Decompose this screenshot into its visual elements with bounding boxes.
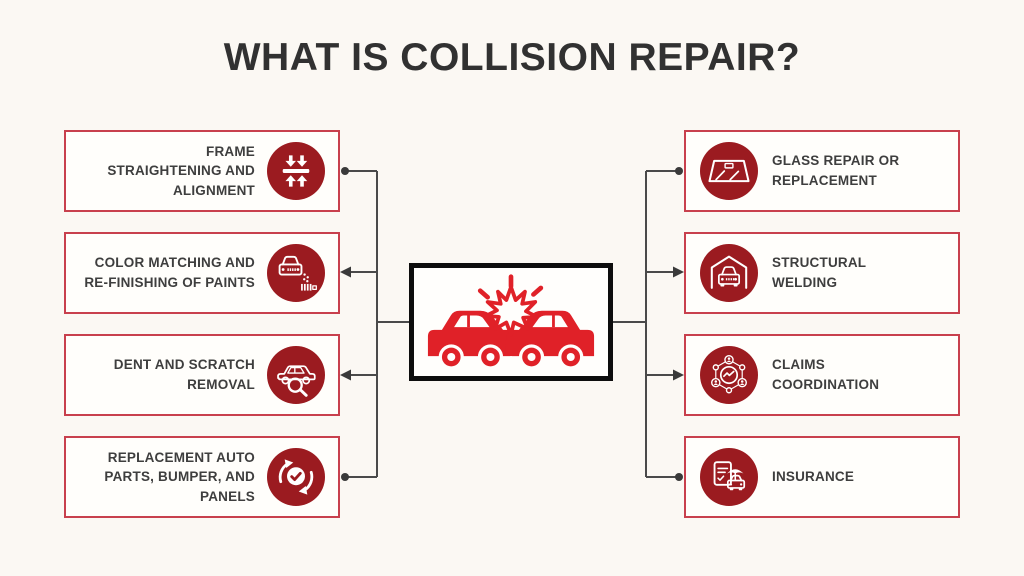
card-label: GLASS REPAIR OR REPLACEMENT (772, 153, 900, 188)
card-label: FRAME STRAIGHTENING AND ALIGNMENT (107, 143, 255, 198)
card-insurance: INSURANCE (684, 436, 960, 518)
person-node (737, 377, 747, 388)
left-dot-4 (341, 473, 349, 481)
left-arrow-2 (340, 266, 351, 278)
card-label: DENT AND SCRATCH REMOVAL (113, 357, 255, 392)
card-label: REPLACEMENT AUTO PARTS, BUMPER, AND PANE… (104, 449, 255, 504)
person-node (724, 355, 734, 365)
card-dent-removal: DENT AND SCRATCH REMOVAL (64, 334, 340, 416)
frame-straightening-icon (267, 142, 325, 200)
left-dot-1 (341, 167, 349, 175)
insurance-icon (700, 448, 758, 506)
card-glass-repair: GLASS REPAIR OR REPLACEMENT (684, 130, 960, 212)
center-collision-box (409, 263, 613, 381)
structural-welding-icon (700, 244, 758, 302)
card-claims-coordination: CLAIMS COORDINATION (684, 334, 960, 416)
person-node (711, 377, 721, 388)
right-arrow-3 (673, 369, 684, 381)
parts-replacement-icon (267, 448, 325, 506)
right-dot-1 (675, 167, 683, 175)
left-arrow-3 (340, 369, 351, 381)
card-structural-welding: STRUCTURAL WELDING (684, 232, 960, 314)
right-arrow-2 (673, 266, 684, 278)
glass-repair-icon (700, 142, 758, 200)
card-label: STRUCTURAL WELDING (772, 255, 867, 290)
card-frame-straightening: FRAME STRAIGHTENING AND ALIGNMENT (64, 130, 340, 212)
card-parts-replacement: REPLACEMENT AUTO PARTS, BUMPER, AND PANE… (64, 436, 340, 518)
page-title: WHAT IS COLLISION REPAIR? (223, 36, 801, 79)
car-collision-icon (427, 274, 595, 370)
right-dot-4 (675, 473, 683, 481)
card-label: INSURANCE (772, 469, 855, 485)
card-label: COLOR MATCHING AND RE-FINISHING OF PAINT… (84, 255, 255, 290)
claims-coordination-icon (700, 346, 758, 404)
card-color-matching: COLOR MATCHING AND RE-FINISHING OF PAINT… (64, 232, 340, 314)
card-label: CLAIMS COORDINATION (772, 357, 880, 392)
dent-removal-icon (267, 346, 325, 404)
paint-refinishing-icon (267, 244, 325, 302)
